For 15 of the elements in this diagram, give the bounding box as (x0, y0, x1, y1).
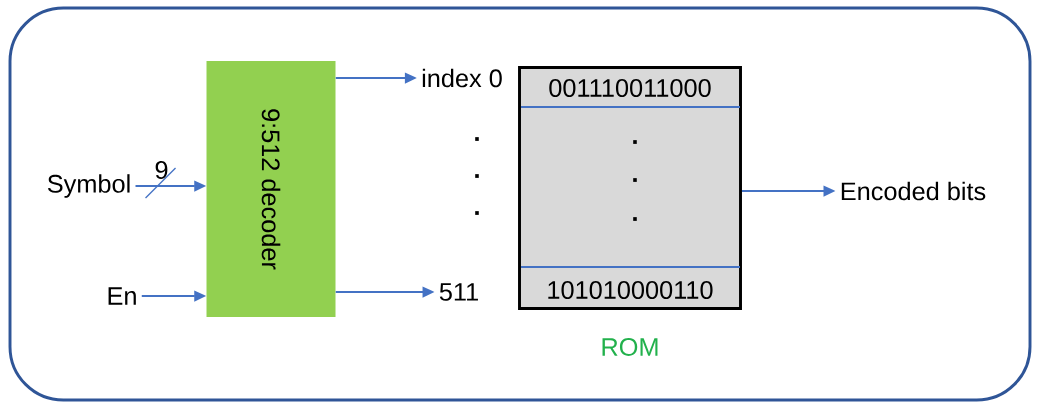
ellipsis-dot: . (633, 178, 637, 182)
signal-label: Symbol (47, 174, 130, 198)
ellipsis-dot: . (633, 140, 637, 144)
ellipsis-dot: . (475, 174, 479, 178)
signal-label: Encoded bits (841, 181, 986, 201)
memory-word: 001110011000 (549, 79, 711, 97)
decoder-box: 9:512 decoder (206, 61, 336, 317)
signal-label: 511 (439, 283, 478, 301)
ellipsis-dot: . (633, 217, 637, 221)
bus-width-label: 9 (155, 161, 168, 179)
signal-label: index 0 (422, 68, 502, 88)
ellipsis-dot: . (475, 137, 479, 141)
memory-word: 101010000110 (548, 281, 713, 299)
signal-label: En (108, 287, 136, 305)
ellipsis-dot: . (475, 211, 479, 215)
